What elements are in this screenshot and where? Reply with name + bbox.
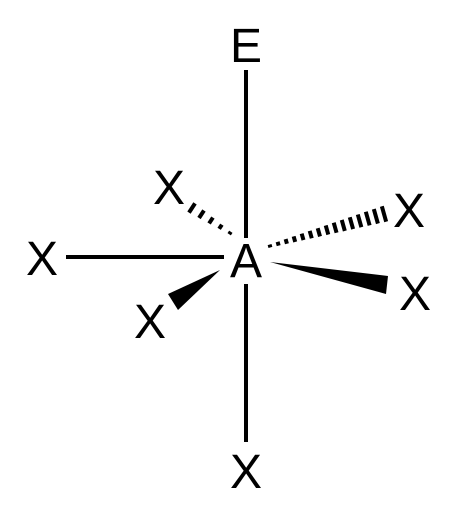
hash-segment <box>339 219 347 232</box>
hash-segment <box>371 208 380 225</box>
atom-label-upper-right-x: X <box>393 185 425 238</box>
hash-segment <box>307 230 314 239</box>
hash-segment <box>187 202 197 214</box>
hash-segment <box>217 223 224 230</box>
atom-label-center-a: A <box>230 235 262 288</box>
hash-segment <box>331 222 339 234</box>
hash-segment <box>207 216 215 225</box>
hash-segment <box>379 205 389 223</box>
atom-label-lower-left-x: X <box>134 296 166 349</box>
atom-label-upper-left-x: X <box>153 162 185 215</box>
hash-segment <box>315 227 322 237</box>
hash-segment <box>267 244 273 248</box>
hash-segment <box>197 209 206 220</box>
hash-segment <box>227 230 233 236</box>
hashed-bond-a-to-upper-left-x <box>187 202 233 236</box>
hash-segment <box>283 238 289 245</box>
atom-label-left-x: X <box>26 233 58 286</box>
hash-segment <box>275 241 281 247</box>
hash-segment <box>355 213 364 228</box>
wedge-bond-a-to-lower-left-x <box>168 270 220 310</box>
hash-segment <box>299 233 306 241</box>
hash-segment <box>291 235 298 243</box>
hashed-bond-a-to-upper-right-x <box>267 205 389 248</box>
hash-segment <box>323 224 331 236</box>
wedge-bond-a-to-right-x <box>270 262 388 294</box>
atom-label-right-x: X <box>399 268 431 321</box>
atom-label-e: E <box>230 20 262 73</box>
hash-segment <box>347 216 356 230</box>
atom-label-bottom-x: X <box>230 446 262 499</box>
hash-segment <box>363 211 372 226</box>
